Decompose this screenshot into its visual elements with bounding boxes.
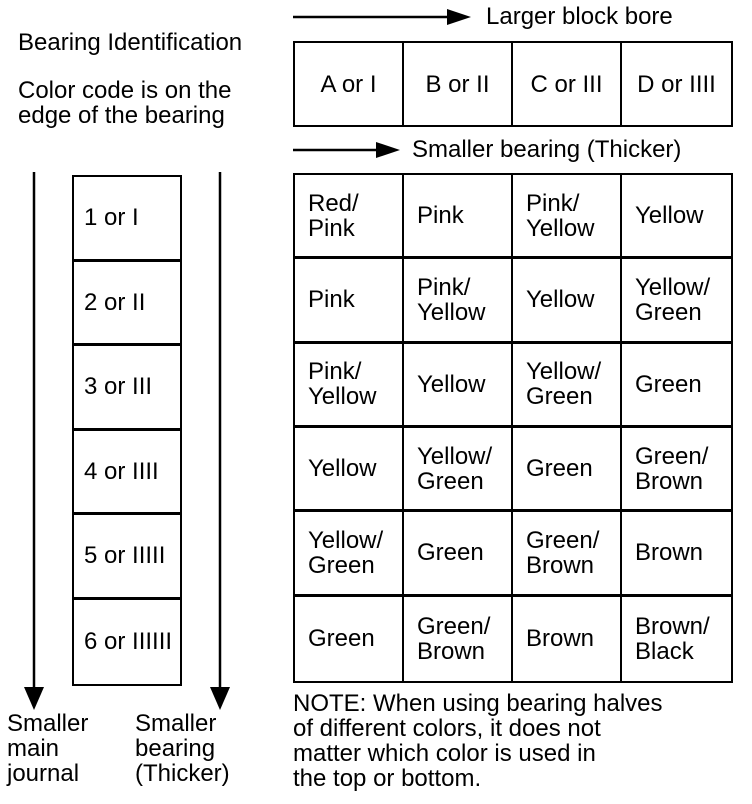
down-arrow-icon (210, 172, 230, 710)
color-cell: Yellow/ Green (404, 428, 513, 513)
color-cell: Yellow/ Green (513, 343, 622, 428)
row-header-cell: 2 or II (74, 262, 180, 346)
color-cell: Pink/ Yellow (513, 175, 622, 260)
color-cell: Pink (404, 175, 513, 260)
color-cell: Pink/ Yellow (404, 259, 513, 344)
right-arrow-icon (293, 142, 400, 158)
smaller-bearing-row-label: Smaller bearing (Thicker) (135, 710, 230, 787)
color-cell: Yellow (622, 175, 731, 260)
color-cell: Yellow (404, 343, 513, 428)
larger-block-bore-label: Larger block bore (486, 3, 673, 30)
color-cell: Green (404, 512, 513, 597)
smaller-bearing-col-label: Smaller bearing (Thicker) (412, 136, 682, 163)
smaller-main-journal-label: Smaller main journal (7, 710, 89, 787)
color-cell: Yellow/ Green (295, 512, 404, 597)
color-cell: Green (295, 596, 404, 681)
note-text: NOTE: When using bearing halves of diffe… (293, 690, 663, 792)
down-arrow-icon (24, 172, 44, 710)
color-cell: Brown (622, 512, 731, 597)
row-header-cell: 6 or IIIIII (84, 628, 173, 656)
column-header-cell: A or I (295, 43, 404, 125)
color-cell: Pink/ Yellow (295, 343, 404, 428)
color-cell: Brown (513, 596, 622, 681)
color-cell: Brown/ Black (635, 612, 710, 665)
color-code-grid: Red/ Pink Pink Pink/ Yellow Yellow Pink … (293, 173, 733, 683)
intro-subtitle: Color code is on the edge of the bearing (18, 77, 232, 129)
color-cell: Yellow (295, 428, 404, 513)
column-header-cell: C or III (513, 43, 622, 125)
column-header-cell: D or IIII (637, 70, 716, 98)
column-header-row: A or I B or II C or III D or IIII (293, 41, 733, 127)
right-arrow-icon (293, 9, 471, 25)
color-cell: Yellow/ Green (622, 259, 731, 344)
color-cell: Green/ Brown (622, 428, 731, 513)
row-header-cell: 1 or I (74, 177, 180, 262)
column-header-cell: B or II (404, 43, 513, 125)
color-cell: Green (622, 344, 731, 428)
color-cell: Red/ Pink (295, 175, 404, 260)
color-cell: Pink (295, 259, 404, 344)
row-header-cell: 4 or IIII (74, 431, 180, 515)
row-header-cell: 5 or IIIII (74, 515, 180, 600)
color-cell: Green/ Brown (513, 512, 622, 597)
color-cell: Yellow (513, 259, 622, 344)
row-header-cell: 3 or III (74, 346, 180, 431)
color-cell: Green/ Brown (404, 596, 513, 681)
page-title: Bearing Identification (18, 29, 243, 56)
row-header-column: 1 or I 2 or II 3 or III 4 or IIII 5 or I… (72, 175, 182, 686)
color-cell: Green (513, 428, 622, 513)
